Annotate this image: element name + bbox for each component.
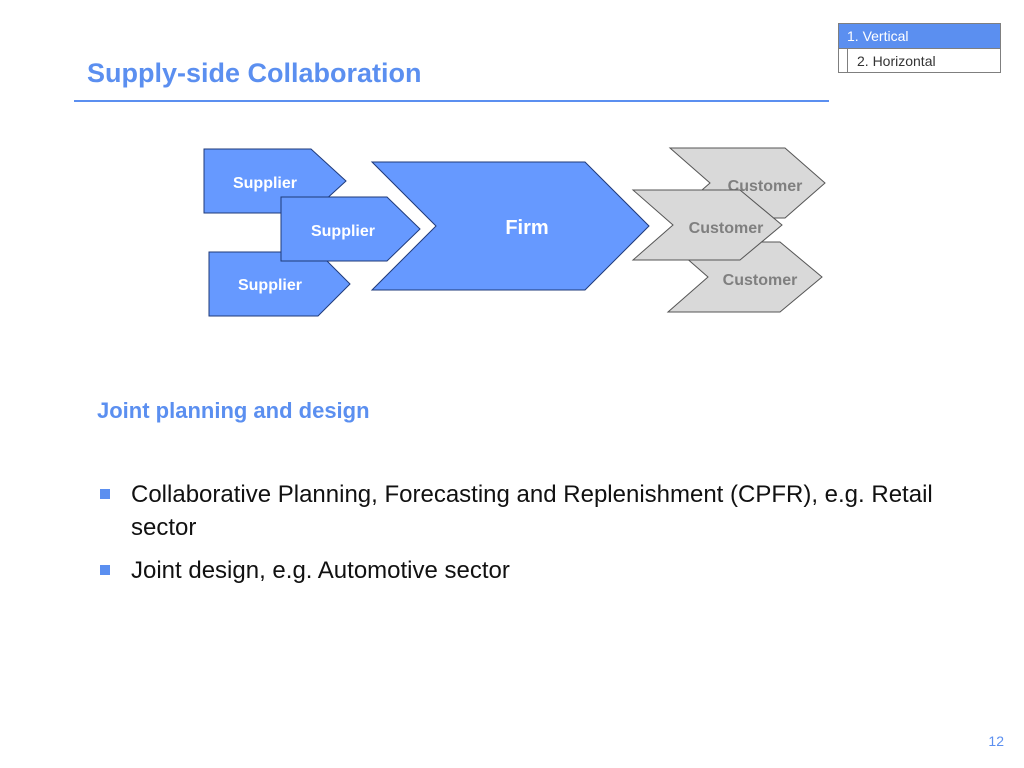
nav-item-horizontal[interactable]: 2. Horizontal bbox=[839, 48, 1000, 72]
firm-shape: Firm bbox=[370, 161, 650, 291]
title-underline bbox=[74, 100, 829, 102]
square-bullet-icon bbox=[100, 565, 110, 575]
customer-label-top: Customer bbox=[728, 178, 803, 195]
supplier-shape-middle: Supplier bbox=[280, 196, 421, 262]
bullet-text: Joint design, e.g. Automotive sector bbox=[131, 557, 510, 584]
customer-label-middle: Customer bbox=[689, 220, 764, 237]
customer-shape-middle: Customer bbox=[631, 189, 783, 261]
bullet-item: Joint design, e.g. Automotive sector bbox=[98, 554, 978, 587]
bullet-list: Collaborative Planning, Forecasting and … bbox=[98, 478, 978, 597]
supplier-shape-bottom: Supplier bbox=[208, 251, 351, 317]
firm-label: Firm bbox=[505, 217, 548, 239]
supplier-label-bottom: Supplier bbox=[238, 277, 302, 294]
bullet-text: Collaborative Planning, Forecasting and … bbox=[131, 481, 933, 541]
supply-chain-diagram: Customer Customer Customer Firm Supplier… bbox=[203, 147, 826, 317]
page-title: Supply-side Collaboration bbox=[87, 58, 422, 88]
section-navigator: 1. Vertical 2. Horizontal bbox=[838, 23, 1001, 73]
square-bullet-icon bbox=[100, 489, 110, 499]
section-heading: Joint planning and design bbox=[97, 398, 370, 423]
customer-label-bottom: Customer bbox=[723, 272, 798, 289]
nav-item-vertical[interactable]: 1. Vertical bbox=[839, 24, 1000, 48]
page-number: 12 bbox=[988, 733, 1004, 749]
supplier-label-top: Supplier bbox=[233, 175, 297, 192]
supplier-label-middle: Supplier bbox=[311, 223, 375, 240]
bullet-item: Collaborative Planning, Forecasting and … bbox=[98, 478, 978, 544]
